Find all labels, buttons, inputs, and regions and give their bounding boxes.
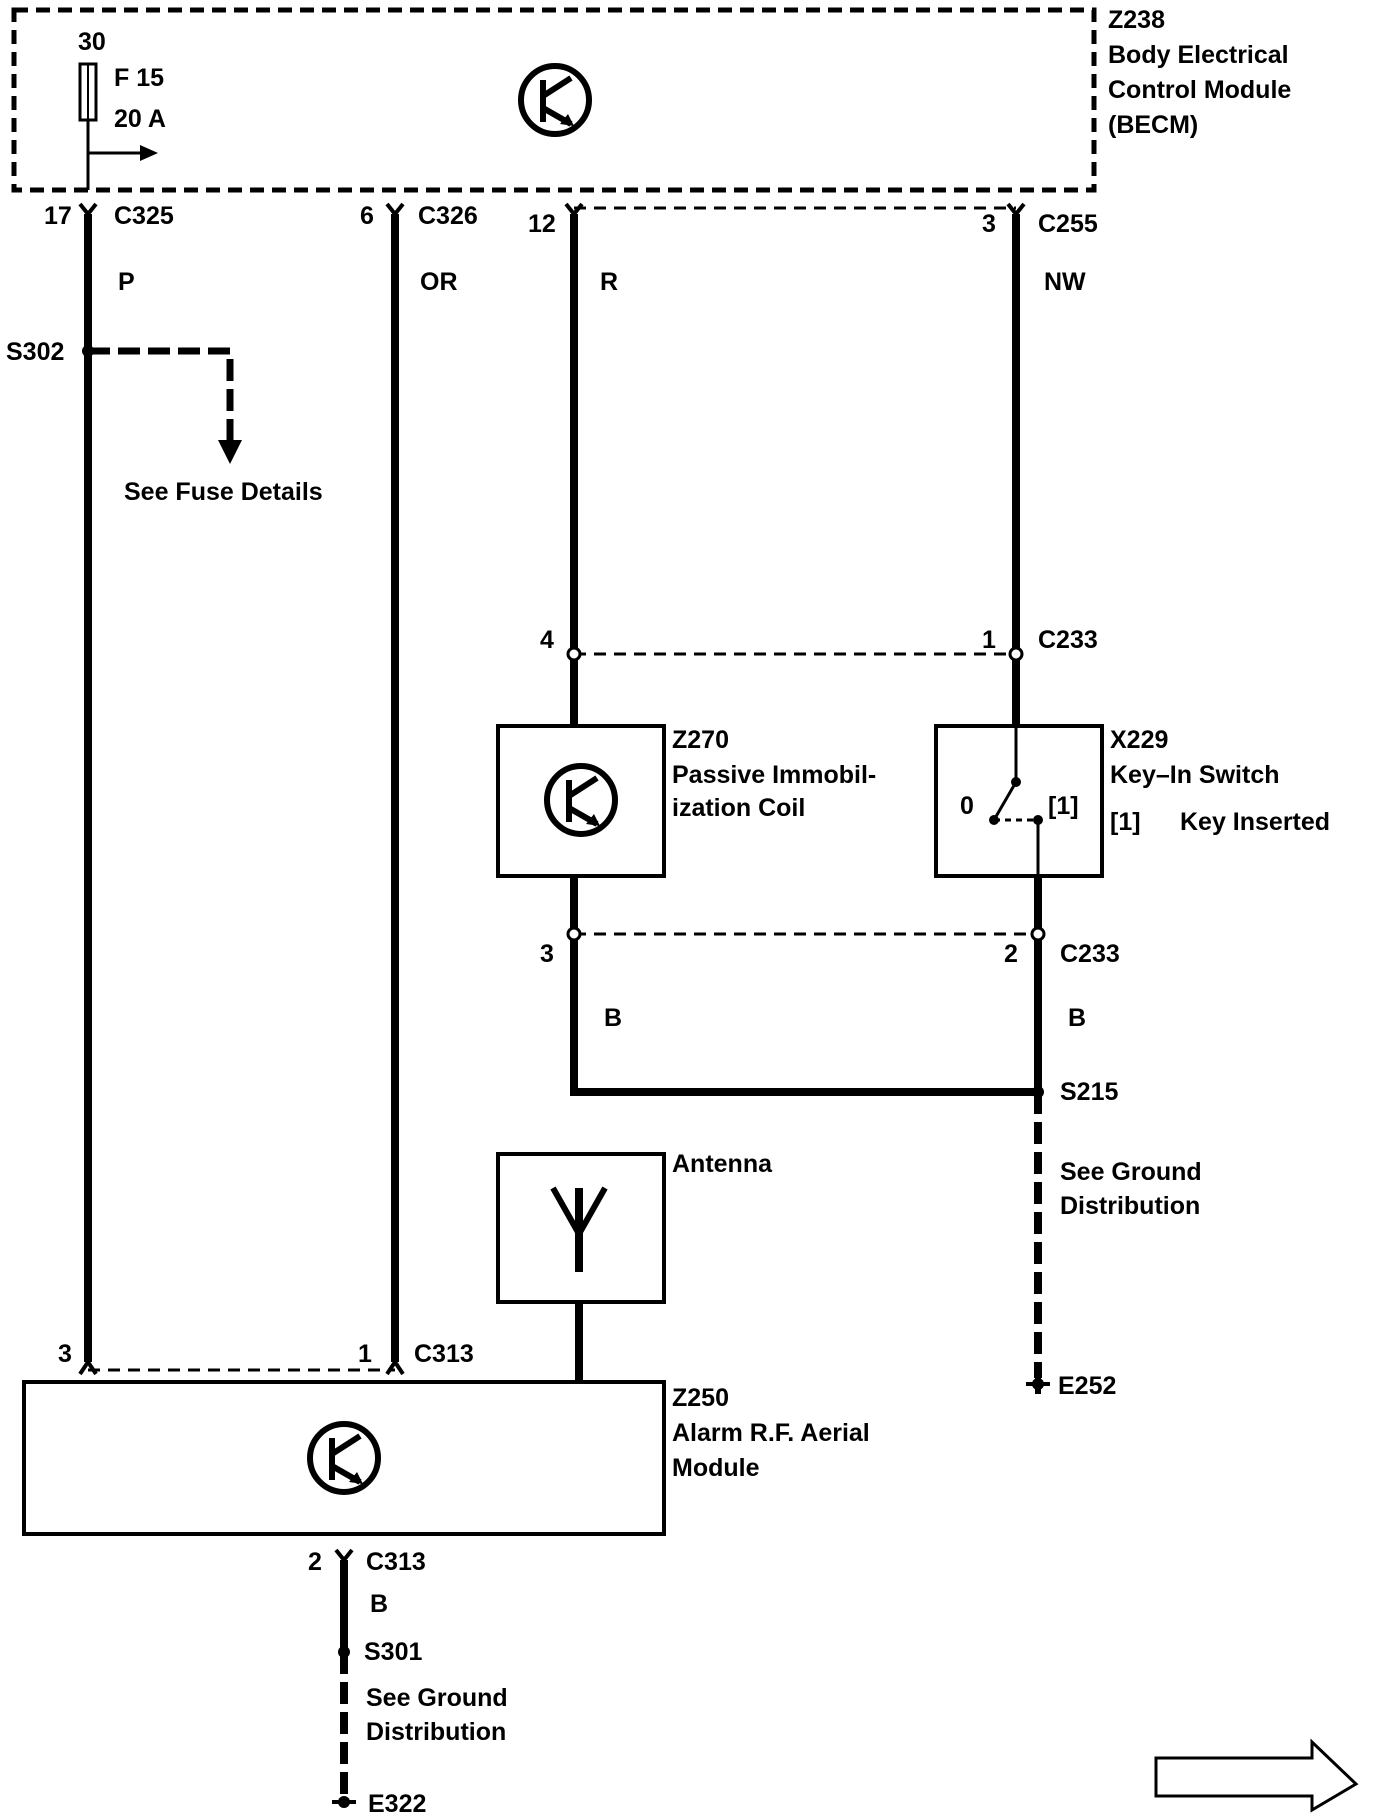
c255-id: C255: [1038, 210, 1098, 238]
key-switch-id: X229: [1110, 726, 1168, 754]
c233-top-pin-right: 1: [982, 626, 996, 654]
s302-note: See Fuse Details: [124, 478, 323, 506]
c233-top-pin-left: 4: [540, 626, 554, 654]
c326-pin: 6: [360, 202, 374, 230]
splice-s301: S301 See Ground Distribution: [338, 1638, 508, 1796]
switch-pos-off: 0: [960, 792, 974, 820]
wire-color-b-left: B: [604, 1004, 622, 1032]
c313-bottom-id: C313: [366, 1548, 426, 1576]
becm-module: 30 F 15 20 A Z238 Body Electrical Contro…: [11, 6, 1291, 193]
connector-c326: 6 C326: [360, 202, 478, 230]
becm-name-2: Control Module: [1108, 76, 1291, 104]
c313-top-pin-right: 1: [358, 1340, 372, 1368]
aerial-id: Z250: [672, 1384, 729, 1412]
immobilizer-name-2: ization Coil: [672, 794, 805, 822]
c313-top-id: C313: [414, 1340, 474, 1368]
c233-bottom-pin-right: 2: [1004, 940, 1018, 968]
c326-id: C326: [418, 202, 478, 230]
immobilizer-coil-module: Z270 Passive Immobil- ization Coil: [496, 724, 876, 878]
s301-note-1: See Ground: [366, 1684, 508, 1712]
aerial-name-1: Alarm R.F. Aerial: [672, 1419, 870, 1447]
splice-s215: S215 See Ground Distribution: [1032, 1078, 1202, 1378]
antenna-module: Antenna: [496, 1150, 773, 1382]
key-switch-state-label: [1]: [1110, 808, 1141, 836]
switch-contact-icon: [992, 781, 1018, 821]
antenna-icon: [550, 1186, 608, 1272]
wire-color-or: OR: [420, 268, 458, 296]
s215-id: S215: [1060, 1078, 1118, 1106]
fuse-rating: 20 A: [114, 105, 166, 133]
s215-note-1: See Ground: [1060, 1158, 1202, 1186]
connector-c233-bottom: 3 2 C233: [540, 926, 1120, 968]
alarm-aerial-module: Z250 Alarm R.F. Aerial Module: [22, 1380, 870, 1536]
fuse-icon: [78, 62, 98, 190]
ground-e322: E322: [332, 1790, 426, 1816]
key-switch-name: Key–In Switch: [1110, 761, 1280, 789]
c313-top-pin-left: 3: [58, 1340, 72, 1368]
becm-outline: [11, 7, 1097, 193]
connector-c325: 17 C325: [44, 202, 174, 230]
transistor-icon: [518, 63, 592, 137]
becm-name-3: (BECM): [1108, 111, 1198, 139]
s215-note-2: Distribution: [1060, 1192, 1200, 1220]
wire-color-b-right: B: [1068, 1004, 1086, 1032]
key-switch-state-desc: Key Inserted: [1180, 808, 1330, 836]
wire-color-p: P: [118, 268, 135, 296]
c313-bottom-pin: 2: [308, 1548, 322, 1576]
c325-id: C325: [114, 202, 174, 230]
switch-pos-on: [1]: [1048, 792, 1079, 820]
wire-color-b-bottom: B: [370, 1590, 388, 1618]
wire-color-r: R: [600, 268, 618, 296]
s301-note-2: Distribution: [366, 1718, 506, 1746]
fuse-arrow-icon: [88, 145, 158, 161]
connector-c233-top: 4 1 C233: [540, 626, 1098, 662]
c255-pin-right: 3: [982, 210, 996, 238]
transistor-icon: [307, 1421, 381, 1495]
c325-pin: 17: [44, 202, 72, 230]
fuse-supply: 30: [78, 28, 106, 56]
c255-pin-left: 12: [528, 210, 556, 238]
arrow-right-icon[interactable]: [1154, 1738, 1359, 1813]
immobilizer-name-1: Passive Immobil-: [672, 761, 876, 789]
key-in-switch: 0 [1] X229 Key–In Switch [1] Key Inserte…: [934, 724, 1330, 878]
immobilizer-id: Z270: [672, 726, 729, 754]
c233-bottom-pin-left: 3: [540, 940, 554, 968]
fuse-id: F 15: [114, 64, 164, 92]
e322-label: E322: [368, 1790, 426, 1816]
ground-e252: E252: [1026, 1372, 1116, 1400]
aerial-name-2: Module: [672, 1454, 760, 1482]
s302-id: S302: [6, 338, 64, 366]
c233-bottom-id: C233: [1060, 940, 1120, 968]
splice-s302: S302 See Fuse Details: [6, 338, 323, 506]
c233-top-id: C233: [1038, 626, 1098, 654]
becm-name-1: Body Electrical: [1108, 41, 1289, 69]
antenna-label: Antenna: [672, 1150, 773, 1178]
becm-id: Z238: [1108, 6, 1165, 34]
connector-c313-bottom: 2 C313: [308, 1548, 426, 1652]
connector-c313-top: 3 1 C313: [58, 1340, 474, 1376]
s301-id: S301: [364, 1638, 422, 1666]
transistor-icon: [544, 763, 618, 837]
e252-label: E252: [1058, 1372, 1116, 1400]
wire-color-nw: NW: [1044, 268, 1086, 296]
